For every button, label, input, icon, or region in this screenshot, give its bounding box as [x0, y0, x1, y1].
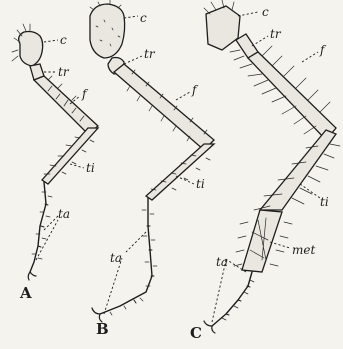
- leg-a-caption: A: [19, 284, 32, 302]
- leg-c-label-tr: tr: [270, 27, 282, 41]
- leg-a-femur: [34, 76, 98, 134]
- leg-c-label-f: f: [319, 43, 327, 57]
- leg-a-label-f: f: [81, 87, 89, 101]
- leg-b-label-tr: tr: [144, 47, 156, 61]
- leg-b-label-ti: ti: [196, 177, 205, 191]
- leg-a-claws: [28, 272, 36, 280]
- leg-b-label-f: f: [191, 83, 199, 97]
- leg-c-tarsus: [212, 272, 252, 326]
- leg-b-femur: [114, 64, 214, 150]
- leg-a-tibia: [42, 128, 98, 184]
- leg-c: c tr f ti met ta C: [190, 0, 340, 342]
- leg-c-femur: [248, 52, 336, 140]
- leg-b-caption: B: [96, 320, 109, 338]
- leg-a: c tr f ti ta A: [12, 24, 98, 302]
- leg-b: c tr f ti ta B: [90, 0, 214, 338]
- leg-c-label-ta: ta: [216, 255, 228, 269]
- leg-a-coxa: [19, 32, 43, 67]
- leg-c-coxa: [206, 6, 240, 50]
- leg-a-label-ti: ti: [86, 161, 95, 175]
- leg-a-label-c: c: [60, 33, 67, 47]
- leg-c-label-ti: ti: [320, 195, 329, 209]
- leg-b-label-c: c: [140, 11, 147, 25]
- leg-c-label-c: c: [262, 5, 269, 19]
- leg-b-tibia: [146, 144, 214, 200]
- leg-c-label-met: met: [292, 243, 315, 257]
- leg-c-caption: C: [190, 324, 202, 342]
- leg-b-coxa: [90, 4, 125, 58]
- leg-a-label-ta: ta: [58, 207, 70, 221]
- leg-c-claws: [204, 321, 215, 333]
- leg-b-label-ta: ta: [110, 251, 122, 265]
- leg-a-label-tr: tr: [58, 65, 70, 79]
- leg-b-tarsus: [100, 198, 152, 314]
